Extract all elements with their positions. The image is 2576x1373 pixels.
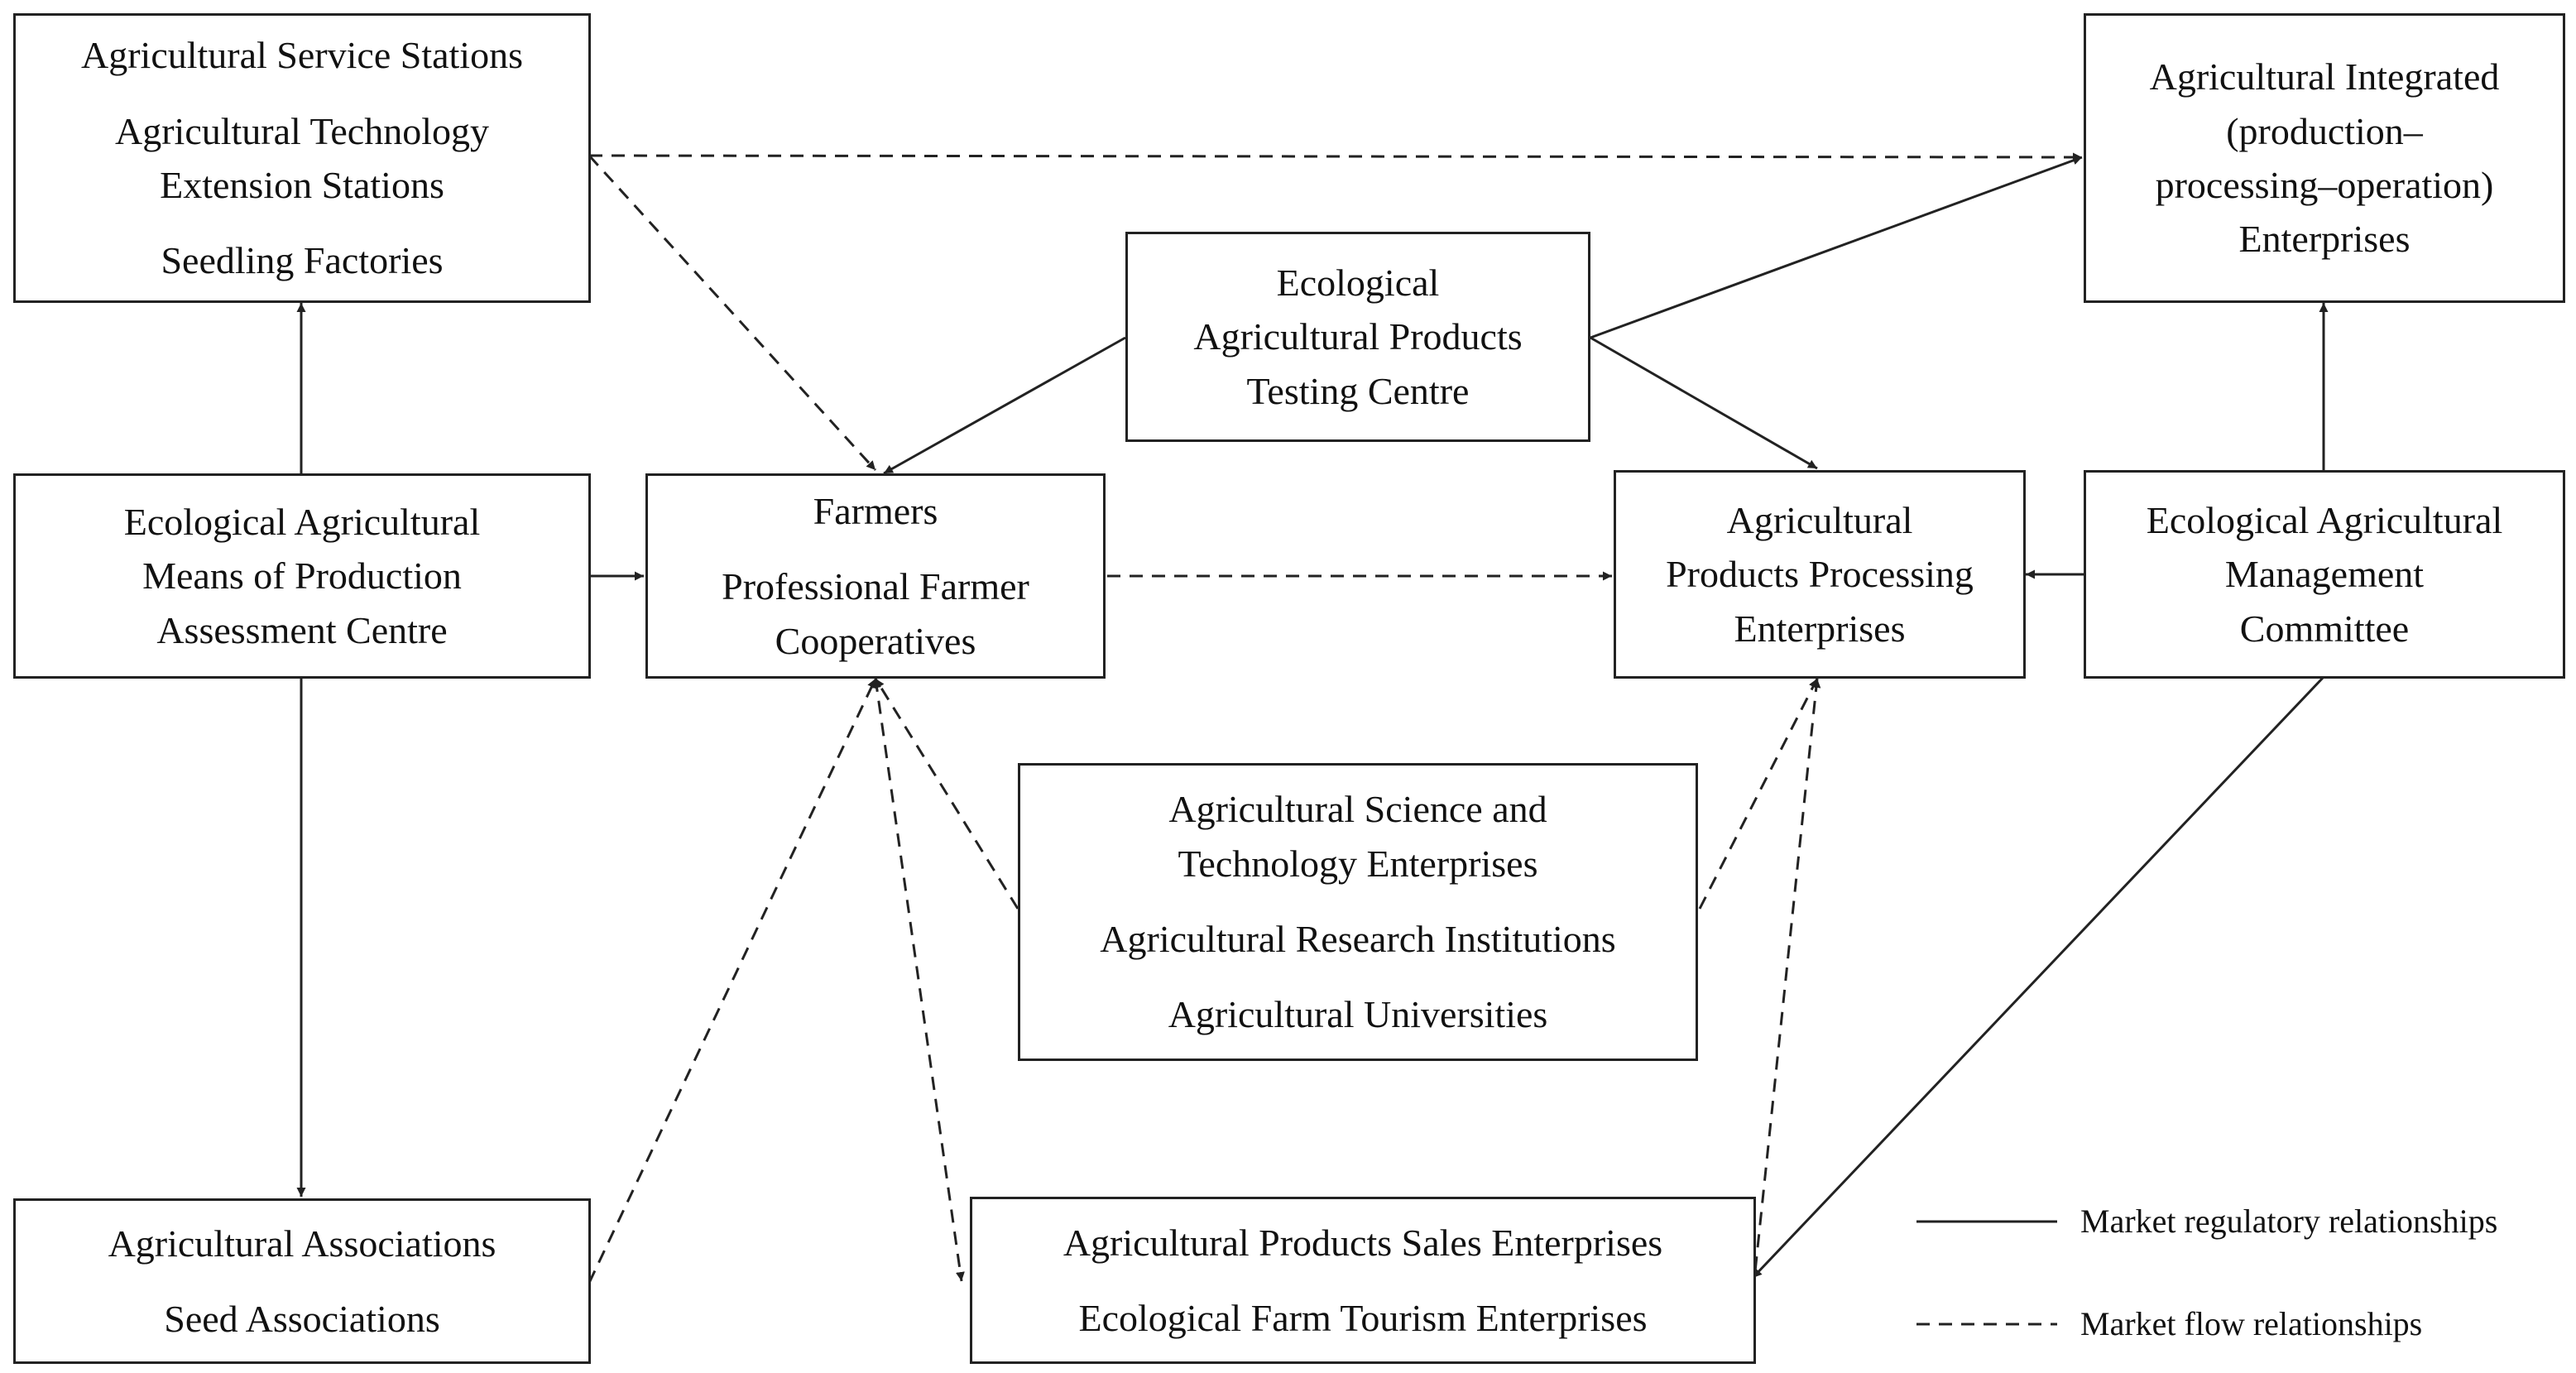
node-testing-line-1: Ecological xyxy=(1276,262,1440,305)
node-farmers: Farmers Professional Farmer Cooperatives xyxy=(645,473,1106,679)
node-science-line-2: Technology Enterprises xyxy=(1178,842,1538,885)
node-processing-enterprises: Agricultural Products Processing Enterpr… xyxy=(1614,470,2026,679)
node-assessment-line-2: Means of Production xyxy=(142,554,462,598)
node-sales-tourism: Agricultural Products Sales Enterprises … xyxy=(970,1197,1756,1364)
solid-arrow-committee-to-sales xyxy=(1751,675,2325,1279)
node-processing-line-2: Products Processing xyxy=(1666,553,1974,596)
node-service-stations-line-4: Seedling Factories xyxy=(161,239,444,282)
node-assessment-centre: Ecological Agricultural Means of Product… xyxy=(13,473,591,679)
node-integrated-enterprises: Agricultural Integrated (production– pro… xyxy=(2084,13,2565,303)
node-committee-line-1: Ecological Agricultural xyxy=(2146,499,2503,542)
node-sales-line-2: Ecological Farm Tourism Enterprises xyxy=(1078,1297,1648,1339)
node-farmers-line-3: Cooperatives xyxy=(775,619,976,662)
dashed-arrow-service-to-farmers xyxy=(588,154,877,472)
node-associations-line-1: Agricultural Associations xyxy=(108,1222,496,1265)
node-associations-line-2: Seed Associations xyxy=(164,1298,440,1340)
node-sales-line-1: Agricultural Products Sales Enterprises xyxy=(1063,1221,1663,1264)
dashed-arrow-processing-sales-bidirectional xyxy=(1750,678,1821,1280)
node-integrated-line-3: processing–operation) xyxy=(2155,164,2494,206)
node-service-stations-line-2: Agricultural Technology xyxy=(115,109,489,152)
legend-solid-label: Market regulatory relationships xyxy=(2080,1203,2498,1240)
node-integrated-line-1: Agricultural Integrated xyxy=(2149,55,2500,98)
node-processing-line-1: Agricultural xyxy=(1726,499,1913,542)
node-service-stations-line-1: Agricultural Service Stations xyxy=(81,34,523,77)
node-testing-centre: Ecological Agricultural Products Testing… xyxy=(1125,232,1590,442)
node-science-line-1: Agricultural Science and xyxy=(1168,788,1547,831)
node-service-stations-line-3: Extension Stations xyxy=(160,164,444,206)
node-committee-line-3: Committee xyxy=(2239,607,2410,650)
solid-arrow-testing-to-farmers xyxy=(883,336,1126,475)
node-assessment-line-1: Ecological Agricultural xyxy=(123,501,481,544)
node-farmers-line-2: Professional Farmer xyxy=(722,565,1029,608)
node-management-committee: Ecological Agricultural Management Commi… xyxy=(2084,470,2565,679)
solid-arrow-testing-to-integrated xyxy=(1590,156,2083,339)
node-testing-line-3: Testing Centre xyxy=(1246,369,1470,412)
node-committee-line-2: Management xyxy=(2224,553,2425,596)
node-associations: Agricultural Associations Seed Associati… xyxy=(13,1198,591,1364)
node-assessment-line-3: Assessment Centre xyxy=(156,608,448,651)
node-service-stations: Agricultural Service Stations Agricultur… xyxy=(13,13,591,303)
dashed-arrow-associations-to-farmers xyxy=(588,678,877,1284)
node-farmers-line-1: Farmers xyxy=(813,490,938,533)
dashed-arrow-science-to-farmers xyxy=(874,678,1019,910)
legend-dashed-label: Market flow relationships xyxy=(2080,1305,2423,1342)
solid-arrow-testing-to-processing xyxy=(1590,336,1818,470)
node-science-line-3: Agricultural Research Institutions xyxy=(1100,918,1616,960)
node-processing-line-3: Enterprises xyxy=(1734,607,1906,650)
node-integrated-line-4: Enterprises xyxy=(2238,218,2411,261)
dashed-arrow-service-to-integrated xyxy=(588,152,2083,162)
node-integrated-line-2: (production– xyxy=(2226,109,2423,152)
node-science-institutions: Agricultural Science and Technology Ente… xyxy=(1018,763,1698,1061)
dashed-arrow-science-to-processing xyxy=(1698,678,1819,910)
dashed-arrow-farmers-sales-bidirectional xyxy=(872,678,965,1282)
node-science-line-4: Agricultural Universities xyxy=(1168,993,1548,1036)
node-testing-line-2: Agricultural Products xyxy=(1193,315,1523,358)
